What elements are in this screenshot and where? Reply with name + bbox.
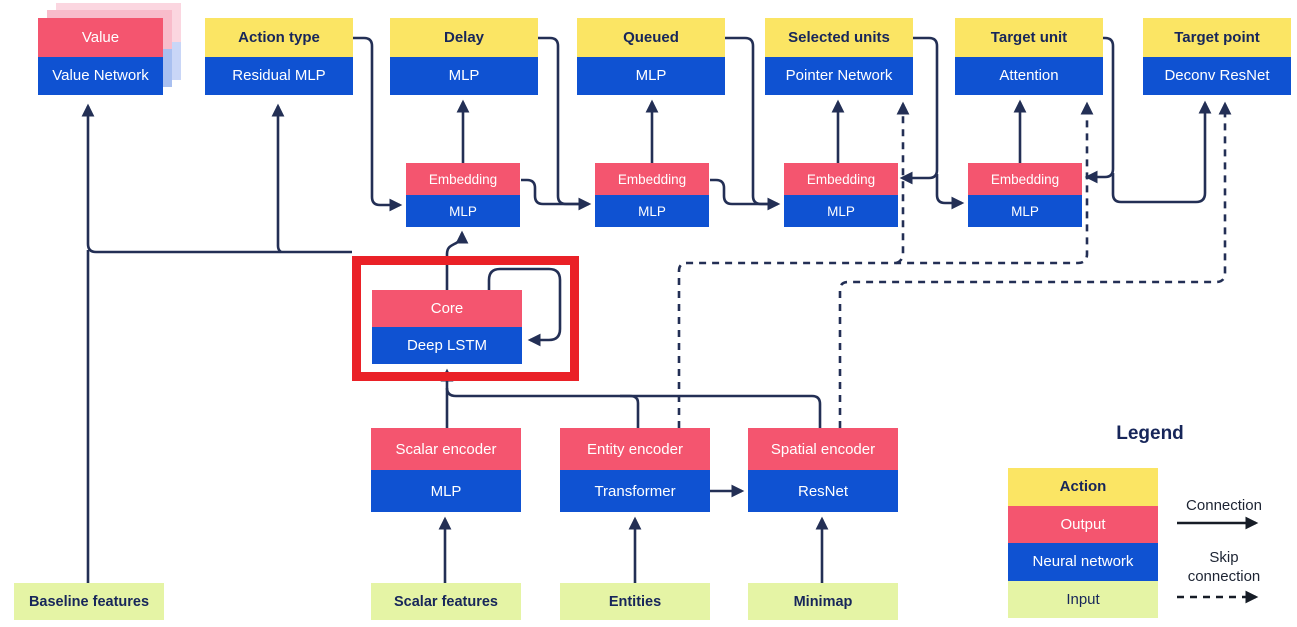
input-entities: Entities [560,583,710,620]
embedding-2-label: Embedding [595,163,709,195]
target-point-network-label: Deconv ResNet [1143,56,1291,95]
scalar-encoder-label: Scalar encoder [371,428,521,470]
input-scalar-features: Scalar features [371,583,521,620]
embedding-pair-1: Embedding MLP [406,163,520,227]
legend-action-swatch: Action [1008,468,1158,506]
embedding-1-network-label: MLP [406,195,520,227]
entity-encoder-label: Entity encoder [560,428,710,470]
selected-units-network-label: Pointer Network [765,56,913,95]
selected-units-label: Selected units [765,18,913,57]
legend-swatches: Action Output Neural network Input [1008,468,1158,618]
skip-connections [677,101,1232,428]
encoder-entity: Entity encoder Transformer [560,428,710,512]
embedding-3-network-label: MLP [784,195,898,227]
embedding-3-label: Embedding [784,163,898,195]
entity-encoder-network-label: Transformer [560,470,710,512]
encoder-spatial: Spatial encoder ResNet [748,428,898,512]
embedding-1-label: Embedding [406,163,520,195]
target-point-label: Target point [1143,18,1291,57]
head-delay: Delay MLP [390,18,538,95]
legend-skip-connection-label: Skip connection [1187,549,1261,585]
spatial-encoder-label: Spatial encoder [748,428,898,470]
scalar-encoder-network-label: MLP [371,470,521,512]
head-target-point: Target point Deconv ResNet [1143,18,1291,95]
target-unit-network-label: Attention [955,56,1103,95]
value-network-label: Value Network [38,56,163,95]
legend-input-swatch: Input [1008,580,1158,618]
legend-output-swatch: Output [1008,505,1158,543]
queued-network-label: MLP [577,56,725,95]
action-type-label: Action type [205,18,353,57]
core-network-label: Deep LSTM [372,327,522,364]
value-head: Value Value Network [38,18,163,95]
value-output-label: Value [38,18,163,57]
embedding-pair-3: Embedding MLP [784,163,898,227]
encoder-scalar: Scalar encoder MLP [371,428,521,512]
head-target-unit: Target unit Attention [955,18,1103,95]
delay-label: Delay [390,18,538,57]
core-node: Core Deep LSTM [372,290,522,364]
legend-neural-network-swatch: Neural network [1008,543,1158,581]
spatial-encoder-network-label: ResNet [748,470,898,512]
embedding-4-network-label: MLP [968,195,1082,227]
embedding-4-label: Embedding [968,163,1082,195]
queued-label: Queued [577,18,725,57]
target-unit-label: Target unit [955,18,1103,57]
input-minimap: Minimap [748,583,898,620]
embedding-2-network-label: MLP [595,195,709,227]
core-label: Core [372,290,522,327]
head-queued: Queued MLP [577,18,725,95]
head-action-type: Action type Residual MLP [205,18,353,95]
head-selected-units: Selected units Pointer Network [765,18,913,95]
red-highlight-box [352,256,579,381]
embedding-pair-4: Embedding MLP [968,163,1082,227]
embedding-pair-2: Embedding MLP [595,163,709,227]
action-type-network-label: Residual MLP [205,56,353,95]
legend-connection-label: Connection [1186,497,1262,514]
delay-network-label: MLP [390,56,538,95]
input-baseline-features: Baseline features [14,583,164,620]
legend-title: Legend [1116,423,1184,444]
